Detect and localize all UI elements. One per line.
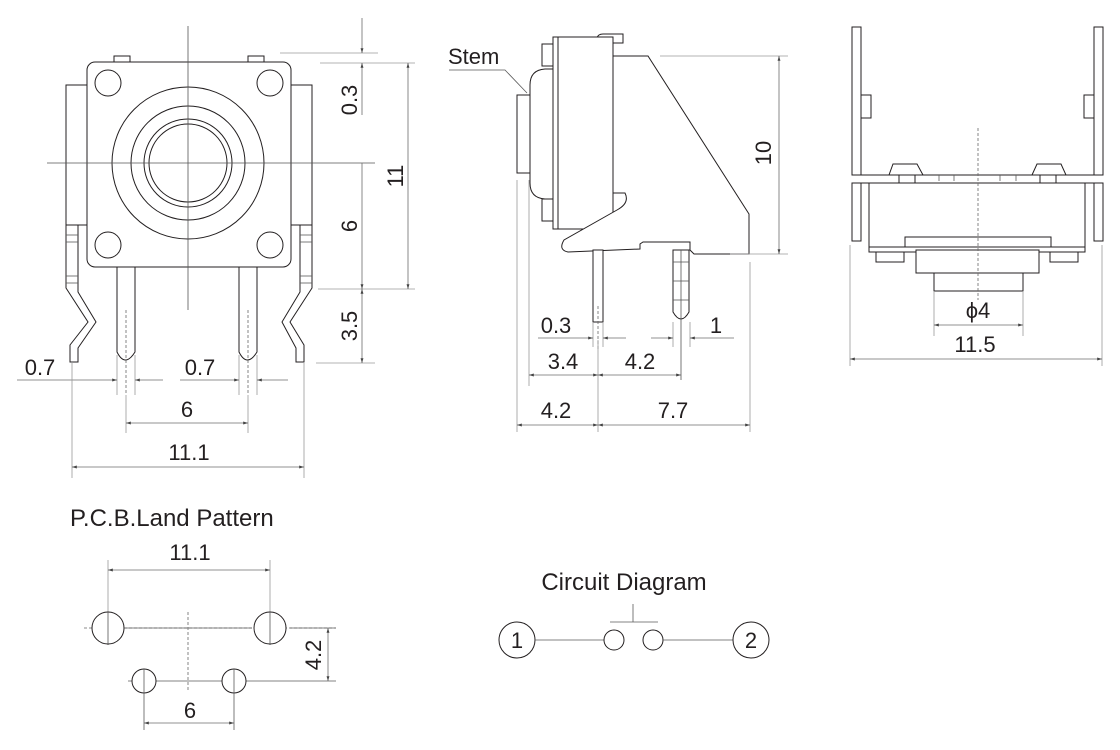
dim-height-total: 11 — [383, 165, 408, 188]
dim-side-height: 10 — [751, 141, 776, 165]
side-view: Stem 10 0.3 1 3.4 4.2 4.2 7.7 — [448, 33, 788, 432]
pcb-title: P.C.B.Land Pattern — [70, 505, 274, 532]
dim-pin1-to-back: 7.7 — [658, 398, 689, 423]
contact-left — [603, 629, 625, 651]
rear-stem — [933, 272, 1024, 292]
dim-top-gap: 0.3 — [337, 85, 362, 116]
corner-hole — [256, 69, 284, 97]
corner-hole — [94, 231, 122, 259]
dim-pcb-outer-span: 11.1 — [169, 540, 210, 565]
switch-body — [86, 61, 292, 268]
dim-pin-width-left: 0.7 — [25, 355, 56, 380]
terminal-1-label: 1 — [511, 628, 523, 653]
terminal-2 — [732, 621, 770, 659]
dim-side-pin-width-b: 1 — [710, 313, 722, 338]
dim-face-to-pin1: 4.2 — [541, 398, 572, 423]
rear-stem-base — [915, 249, 1040, 274]
circuit-title: Circuit Diagram — [541, 569, 706, 596]
dim-pin-pitch: 6 — [181, 397, 193, 422]
dim-pcb-row-offset: 4.2 — [301, 640, 326, 671]
right-bracket — [289, 84, 313, 226]
dim-pin-width-right: 0.7 — [185, 355, 216, 380]
pin-left — [116, 267, 136, 361]
dim-stem-to-pin1: 3.4 — [548, 349, 579, 374]
angled-housing — [561, 55, 750, 255]
dim-rear-width: 11.5 — [954, 332, 995, 357]
stem — [529, 68, 554, 200]
pcb-land-pattern: P.C.B.Land Pattern 11.1 4.2 6 — [70, 505, 336, 730]
corner-hole — [256, 231, 284, 259]
terminal-2-label: 2 — [745, 628, 757, 653]
left-bracket-leg — [65, 225, 97, 363]
left-bracket — [65, 84, 89, 226]
rear-view: ϕ4 11.5 — [849, 26, 1104, 366]
right-bracket-leg — [281, 225, 313, 363]
dim-pcb-inner-pitch: 6 — [184, 698, 196, 723]
dim-bracket-span: 11.1 — [168, 440, 209, 465]
stem-cap — [516, 94, 531, 174]
contact-right — [642, 629, 664, 651]
corner-hole — [94, 69, 122, 97]
pin-right — [238, 267, 258, 361]
dim-pin-length: 3.5 — [337, 311, 362, 342]
dim-side-pin-width-a: 0.3 — [541, 313, 572, 338]
dim-stem-diameter: ϕ4 — [966, 298, 991, 323]
circuit-diagram: Circuit Diagram 1 2 — [498, 569, 770, 659]
front-view: 0.3 11 6 3.5 0.7 0.7 6 11.1 — [17, 18, 415, 478]
stem-label: Stem — [448, 44, 499, 69]
dim-center-to-bottom: 6 — [337, 220, 362, 232]
dim-pin1-to-pin2: 4.2 — [625, 349, 656, 374]
